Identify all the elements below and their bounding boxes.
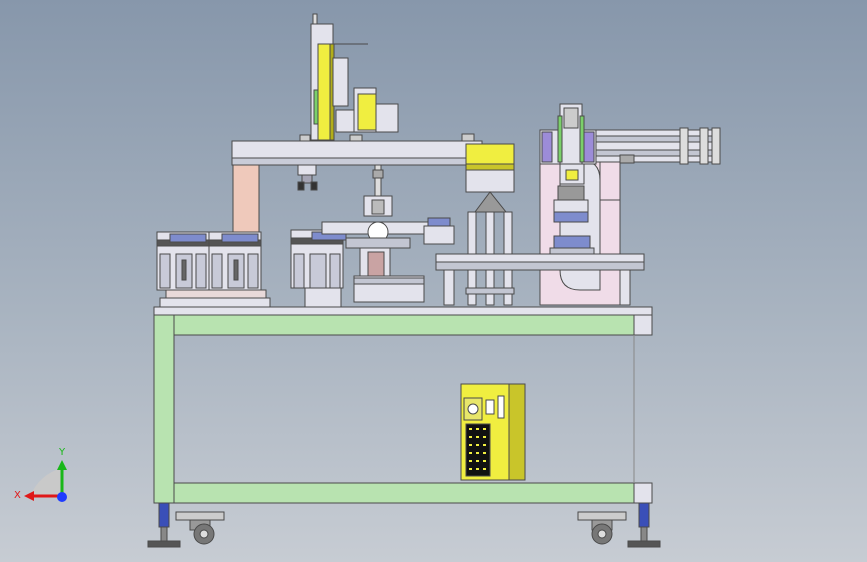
right-z-axis-module xyxy=(539,103,597,257)
vertical-lift-module xyxy=(310,13,399,141)
caster-wheel-left xyxy=(175,511,225,545)
gantry-beam xyxy=(231,133,483,166)
table-frame xyxy=(153,306,653,504)
gripper-head-left xyxy=(297,164,318,191)
feeder-base-plate xyxy=(159,289,271,308)
electrical-control-box xyxy=(460,383,526,481)
axis-y-label: Y xyxy=(58,447,66,458)
axis-x-label: X xyxy=(14,490,21,501)
caster-wheel-right xyxy=(577,511,627,545)
axis-triad: Y X xyxy=(14,447,67,502)
transfer-platform xyxy=(435,253,645,306)
rotary-index-table xyxy=(321,195,455,303)
feed-hopper-stand xyxy=(465,143,515,306)
feeder-station-group-1 xyxy=(156,231,210,291)
leveling-foot-right xyxy=(627,502,661,548)
feeder-station-group-2 xyxy=(208,231,262,291)
feeder-station-group-3 xyxy=(290,229,347,308)
leveling-foot-left xyxy=(147,502,181,548)
horizontal-slide-rail xyxy=(593,127,721,165)
